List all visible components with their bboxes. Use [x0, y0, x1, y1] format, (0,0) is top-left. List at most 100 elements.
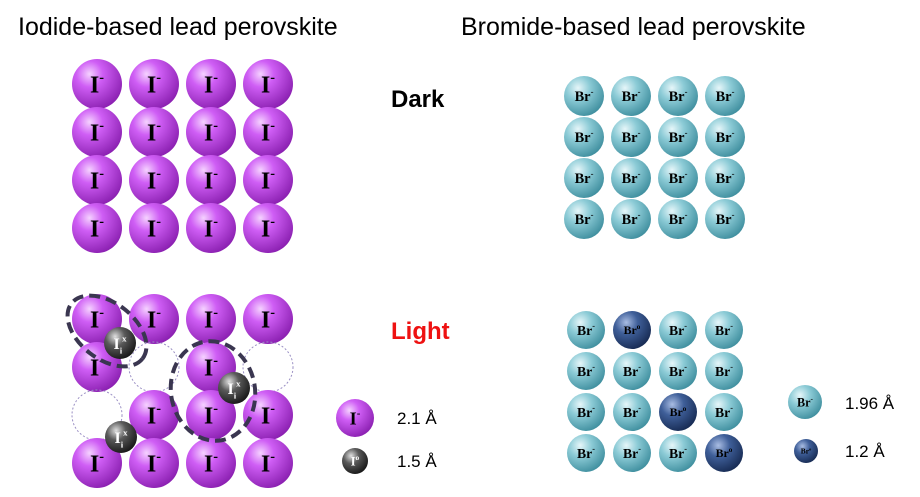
bromide-light-r1c3-atom-sphere [659, 311, 697, 349]
interstitial-2-sphere [218, 372, 250, 404]
bromide-light-r4c2-atom: Br- [613, 434, 651, 472]
legend-iodide-radius: 2.1 Å [397, 409, 437, 428]
bromide-light-r4c4-atom-label: Bro [716, 446, 733, 460]
legend-bromide-atom-label: Br- [797, 394, 814, 410]
bromide-dark-r4c2-atom-label: Br- [622, 210, 641, 229]
legend-iodide-atom-label: I- [350, 407, 361, 428]
iodide-dark-r2c4-atom-sphere [243, 107, 293, 157]
bromide-dark-r2c1-atom-label: Br- [575, 128, 594, 147]
iodide-dark-r2c3-atom-label: I- [204, 118, 218, 147]
iodide-dark-r4c4-atom-sphere [243, 203, 293, 253]
iodide-light-r1c2-atom-label: I- [147, 305, 161, 334]
bromide-light-r3c1-atom-label: Br- [577, 404, 595, 420]
bromide-light-r3c4-atom-sphere [705, 393, 743, 431]
bromide-dark-r1c1-atom-label: Br- [575, 87, 594, 106]
bromide-dark-r2c1-atom: Br- [564, 117, 604, 157]
bromide-light-r2c3-atom: Br- [659, 352, 697, 390]
iodide-dark-r3c1-atom-sphere [72, 155, 122, 205]
iodide-dark-r1c2-atom-label: I- [147, 70, 161, 99]
dark-label: Dark [391, 86, 445, 113]
bromide-dark-r3c4-atom: Br- [705, 158, 745, 198]
bromide-header: Bromide-based lead perovskite [461, 13, 806, 41]
interstitial-3-label: Iix [114, 428, 128, 450]
bromide-light-r2c2-atom-label: Br- [623, 363, 641, 379]
bromide-light-r4c4-atom-sphere [705, 434, 743, 472]
iodide-light-r3c2-atom-label: I- [147, 401, 161, 430]
iodide-dark-r2c1-atom-label: I- [90, 118, 104, 147]
iodide-dark-r4c3-atom-label: I- [204, 214, 218, 243]
bromide-dark-r3c3-atom: Br- [658, 158, 698, 198]
bromide-dark-r4c3-atom: Br- [658, 199, 698, 239]
bromide-dark-r3c1-atom: Br- [564, 158, 604, 198]
bromide-dark-r4c2-atom: Br- [611, 199, 651, 239]
iodide-light-r1c3-atom-sphere [186, 294, 236, 344]
iodide-legend: I- Io [336, 399, 374, 474]
legend-iodine-neutral-atom: Io [342, 448, 368, 474]
iodide-dark-r2c2-atom-label: I- [147, 118, 161, 147]
iodide-dark-r2c4-atom-label: I- [261, 118, 275, 147]
bromide-light-r3c2-atom-sphere [613, 393, 651, 431]
iodide-light-r3c2-atom-sphere [129, 390, 179, 440]
bromide-dark-r3c4-atom-sphere [705, 158, 745, 198]
iodide-light-r4c2-atom: I- [129, 438, 179, 488]
legend-iodide-atom: I- [336, 399, 374, 437]
bromide-light-r1c3-atom: Br- [659, 311, 697, 349]
bromide-light-r1c2-atom: Bro [613, 311, 651, 349]
iodide-light-r1c3-atom-label: I- [204, 305, 218, 334]
iodide-light-r1c2-atom: I- [129, 294, 179, 344]
bromide-dark-r3c2-atom-label: Br- [622, 169, 641, 188]
bromide-dark-r4c3-atom-sphere [658, 199, 698, 239]
bromide-light-r3c2-atom: Br- [613, 393, 651, 431]
bromide-dark-r2c2-atom: Br- [611, 117, 651, 157]
iodide-light-r1c2-atom-sphere [129, 294, 179, 344]
bromide-dark-r1c1-atom: Br- [564, 76, 604, 116]
iodide-dark-r1c1-atom: I- [72, 59, 122, 109]
iodide-light-lattice: I-I-I-I-I-I-I-I-I-I-I-I-I- [71, 294, 294, 488]
iodide-dark-r1c2-atom-sphere [129, 59, 179, 109]
bromide-dark-r2c2-atom-sphere [611, 117, 651, 157]
bromide-dark-r1c3-atom: Br- [658, 76, 698, 116]
bromide-light-r1c4-atom: Br- [705, 311, 743, 349]
bromide-light-r4c3-atom-sphere [659, 434, 697, 472]
iodide-dark-r2c3-atom: I- [186, 107, 236, 157]
bromide-light-r3c3-atom: Bro [659, 393, 697, 431]
iodide-dark-r1c3-atom-sphere [186, 59, 236, 109]
bromide-light-r3c4-atom: Br- [705, 393, 743, 431]
legend-bromide-radius: 1.96 Å [845, 394, 895, 413]
bromide-dark-r2c4-atom-label: Br- [716, 128, 735, 147]
bromide-dark-r3c2-atom: Br- [611, 158, 651, 198]
legend-bromine-neutral-atom-sphere [794, 439, 818, 463]
bromide-dark-r1c3-atom-label: Br- [669, 87, 688, 106]
iodide-dark-r1c1-atom-sphere [72, 59, 122, 109]
iodide-light-r4c2-atom-label: I- [147, 449, 161, 478]
iodide-light-r3c1-vacancy [71, 389, 123, 441]
bromide-dark-r2c1-atom-sphere [564, 117, 604, 157]
iodide-dark-r3c4-atom: I- [243, 155, 293, 205]
iodide-light-r2c2-vacancy [128, 341, 180, 393]
bromide-light-r2c1-atom-label: Br- [577, 363, 595, 379]
interstitial-2-label: Iix [227, 379, 241, 401]
bromide-dark-r3c3-atom-sphere [658, 158, 698, 198]
bromide-light-r3c2-atom-label: Br- [623, 404, 641, 420]
iodide-dark-r2c3-atom-sphere [186, 107, 236, 157]
iodide-light-r1c1-atom-label: I- [90, 305, 104, 334]
bromide-light-r4c2-atom-label: Br- [623, 445, 641, 461]
iodide-dark-r4c2-atom: I- [129, 203, 179, 253]
bromide-dark-r2c2-atom-label: Br- [622, 128, 641, 147]
bromide-dark-r3c1-atom-sphere [564, 158, 604, 198]
bromide-dark-r1c3-atom-sphere [658, 76, 698, 116]
bromide-dark-r2c3-atom-sphere [658, 117, 698, 157]
iodide-dark-r3c2-atom-label: I- [147, 166, 161, 195]
iodide-light-r1c4-atom: I- [243, 294, 293, 344]
iodide-dark-r4c1-atom-label: I- [90, 214, 104, 243]
iodide-light-r3c2-atom: I- [129, 390, 179, 440]
iodide-dark-r4c3-atom: I- [186, 203, 236, 253]
bromide-dark-r1c2-atom: Br- [611, 76, 651, 116]
bromide-light-r1c1-atom: Br- [567, 311, 605, 349]
legend-iodide-atom-sphere [336, 399, 374, 437]
interstitial-1-label: Iix [113, 334, 127, 356]
light-label: Light [391, 318, 450, 345]
iodide-light-r3c3-atom-sphere [186, 390, 236, 440]
iodide-dark-r3c3-atom-sphere [186, 155, 236, 205]
